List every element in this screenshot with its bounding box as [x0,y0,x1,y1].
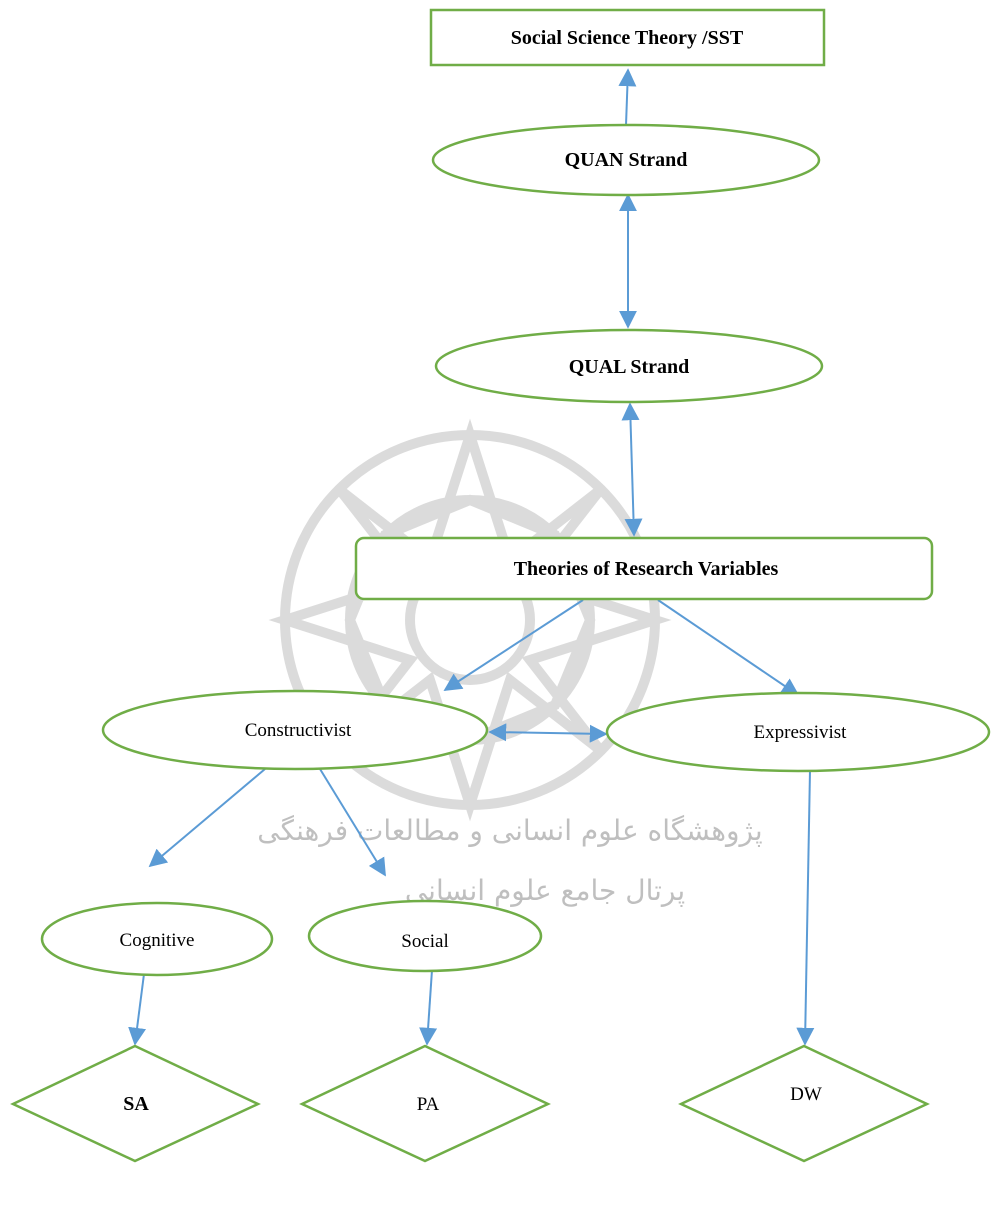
node-qual-strand: QUAL Strand [434,328,824,404]
node-quan-label: QUAN Strand [565,149,688,171]
node-social: Social [307,899,543,973]
edge-constructivist-to-cognitive [148,768,266,868]
node-constructivist-label: Constructivist [245,720,352,741]
node-sa-label: SA [123,1093,149,1115]
edge-qual-theories [621,402,643,537]
edge-cognitive-to-sa [128,973,146,1046]
node-sst: Social Science Theory /SST [429,8,826,67]
node-qual-label: QUAL Strand [569,356,690,378]
edge-expressivist-to-dw [796,769,815,1046]
node-quan-strand: QUAN Strand [431,123,821,197]
node-cognitive-label: Cognitive [120,930,195,951]
node-expressivist-label: Expressivist [754,722,848,743]
edge-quan-to-sst [618,68,637,126]
edge-theories-to-constructivist [443,599,584,691]
watermark-text-line1: پژوهشگاه علوم انسانی و مطالعات فرهنگی [257,814,762,847]
node-theories-label: Theories of Research Variables [514,558,779,580]
node-pa-label: PA [417,1094,440,1115]
edge-constructivist-expressivist [488,723,608,743]
node-expressivist: Expressivist [605,691,991,773]
node-cognitive: Cognitive [40,901,274,977]
node-sst-label: Social Science Theory /SST [511,27,744,49]
node-constructivist: Constructivist [101,689,489,771]
node-dw-label: DW [790,1084,822,1105]
node-sa: SA [10,1044,261,1163]
node-dw: DW [678,1044,930,1163]
edge-theories-to-expressivist [657,599,800,697]
edge-constructivist-to-social [319,768,386,877]
edge-social-to-pa [419,969,438,1046]
node-theories: Theories of Research Variables [354,536,934,601]
node-pa: PA [299,1044,551,1163]
node-social-label: Social [401,931,449,952]
